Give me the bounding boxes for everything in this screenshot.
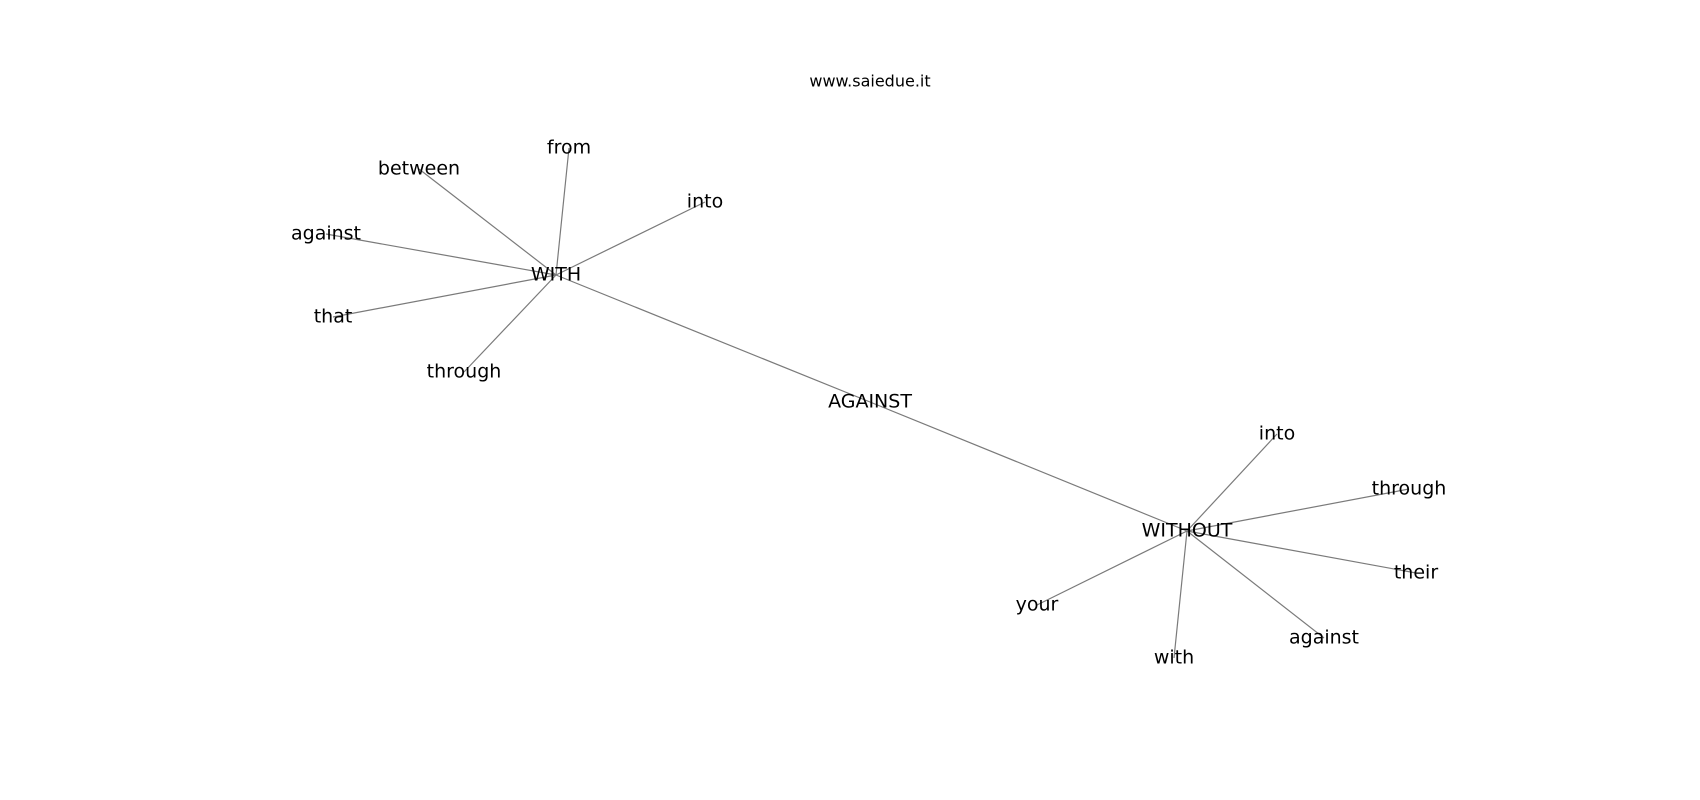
node-label-wo-into: into [1259,423,1295,445]
edge-with_hub-w_from [555,147,570,276]
edge-against_center-without_hub [869,401,1188,532]
edge-with_hub-w_into [555,201,706,276]
node-label-w-between: between [378,158,460,180]
node-label-wo-through: through [1372,478,1447,500]
edge-with_hub-w_against [325,233,557,276]
edge-with_hub-w_between [418,168,557,276]
node-label-w-through: through [427,361,502,383]
edge-with_hub-w_through [463,274,557,373]
node-label-w-against: against [291,223,361,245]
edge-without_hub-wo_against [1186,530,1325,639]
node-label-w-into: into [687,191,723,213]
node-label-against-center: AGAINST [828,391,912,413]
nodes-group: AGAINST WITH WITHOUT from between into against… [291,137,1446,669]
edge-against_center-with_hub [555,274,871,403]
edge-without_hub-wo_through [1186,488,1410,532]
node-label-w-from: from [547,137,591,159]
node-label-wo-against: against [1289,627,1359,649]
node-label-wo-with: with [1154,647,1194,669]
edges-group [325,147,1417,659]
node-label-with-hub: WITH [531,264,581,286]
edge-with_hub-w_that [332,274,557,318]
node-label-wo-your: your [1016,594,1059,616]
watermark-text: www.saiedue.it [809,72,930,91]
node-label-wo-their: their [1394,562,1438,584]
edge-without_hub-wo_their [1186,530,1417,574]
edge-without_hub-wo_your [1036,530,1188,606]
edge-without_hub-wo_with [1173,530,1188,659]
node-label-w-that: that [314,306,353,328]
edge-without_hub-wo_into [1186,433,1278,532]
node-label-without-hub: WITHOUT [1142,520,1233,542]
